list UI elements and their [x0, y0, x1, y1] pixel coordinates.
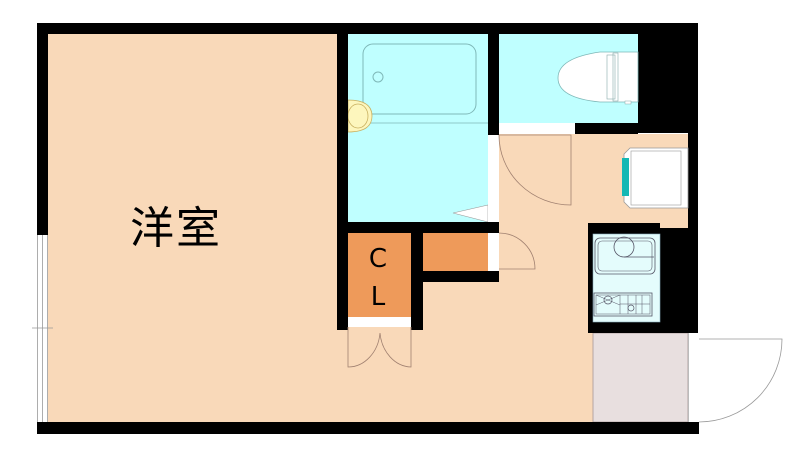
bathtub — [362, 43, 477, 115]
room-label-western-room: 洋室 — [130, 203, 222, 254]
entrance-door-swing — [698, 338, 783, 423]
interior-walls — [337, 23, 499, 330]
toilet-door-swing — [498, 134, 572, 206]
entrance-door — [688, 333, 783, 423]
kitchen-sink — [594, 237, 656, 275]
window-left — [32, 235, 53, 422]
toilet-wall-lower — [575, 123, 638, 134]
toilet-door-opening — [499, 123, 575, 134]
bathtub-drain — [372, 71, 384, 83]
closet — [347, 233, 412, 368]
room-label-closet: C L — [368, 244, 388, 312]
washing-machine-space — [575, 134, 689, 228]
storage — [423, 232, 536, 271]
bath-door-opening — [488, 135, 499, 222]
bathroom — [347, 34, 489, 223]
kitchen — [588, 223, 661, 333]
exterior-walls — [37, 23, 699, 434]
closet-door-swing — [347, 327, 412, 368]
wash-basin — [347, 99, 373, 133]
entrance-floor — [592, 332, 689, 423]
toilet-room — [499, 34, 639, 123]
storage-door-swing — [498, 232, 536, 270]
gas-stove — [593, 292, 653, 317]
